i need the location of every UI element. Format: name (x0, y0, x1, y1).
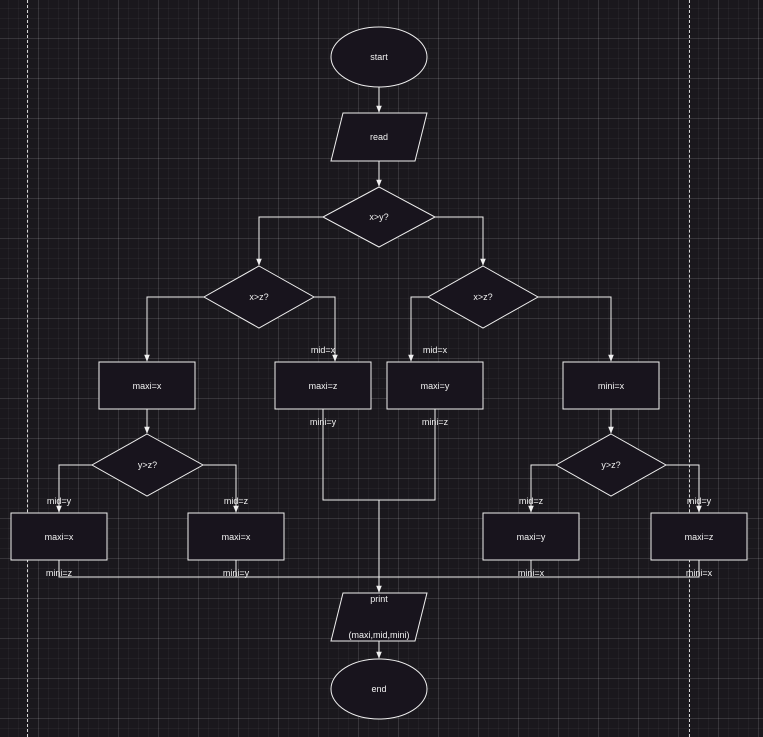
assign-line-maxi: maxi=z (684, 531, 714, 542)
assign-line-maxi: maxi=z (308, 380, 338, 391)
assign-line-mini: mini=z (45, 567, 73, 578)
assign-mid-y-maxi-z-mini-x[interactable]: mid=y maxi=z mini=x (651, 496, 747, 578)
print-node-text: print (maxi,mid,mini) (348, 569, 409, 665)
assign-mini-x-text: mini=x (598, 356, 624, 416)
read-node[interactable]: read (331, 113, 427, 161)
connector-xgty-to-right-xgtz (435, 216, 486, 266)
assign-mid-x-maxi-y-mini-z-shape[interactable] (386, 361, 484, 410)
connector-right-ygtz-to-mid-z (528, 464, 556, 513)
decision-left-y-gt-z[interactable]: y>z? (92, 434, 203, 496)
assign-line-maxi: maxi=y (420, 380, 450, 391)
connector-middle-boxes-merge (322, 409, 436, 501)
decision-right-y-gt-z[interactable]: y>z? (556, 434, 666, 496)
connector-left-ygtz-to-mid-z (203, 464, 239, 513)
print-label: print (370, 594, 388, 604)
assign-line-maxi: maxi=x (44, 531, 74, 542)
connector-right-xgtz-to-mid-x-maxi-y (408, 296, 428, 362)
assign-maxi-x-line-1: maxi=x (132, 380, 162, 391)
assign-mid-y-maxi-z-mini-x-shape[interactable] (650, 512, 748, 561)
assign-line-mid: mid=z (518, 495, 544, 506)
decision-left-x-gt-z[interactable]: x>z? (204, 266, 314, 328)
read-node-shape[interactable] (330, 112, 428, 162)
assign-line-mini: mini=x (685, 567, 713, 578)
print-node[interactable]: print (maxi,mid,mini) (331, 593, 427, 641)
assign-maxi-x-shape[interactable] (98, 361, 196, 410)
assign-mini-x-line-1: mini=x (597, 380, 625, 391)
assign-maxi-x[interactable]: maxi=x (99, 362, 195, 409)
decision-right-x-gt-z[interactable]: x>z? (428, 266, 538, 328)
assign-line-maxi: maxi=y (516, 531, 546, 542)
decision-left-x-gt-z-shape[interactable] (202, 265, 316, 329)
assign-line-mid: mid=z (223, 495, 249, 506)
page-border-left (27, 0, 28, 737)
decision-x-gt-y-shape[interactable] (321, 186, 437, 248)
assign-mid-x-maxi-y-mini-z[interactable]: mid=x maxi=y mini=z (387, 345, 483, 427)
assign-mid-z-maxi-x-mini-y[interactable]: mid=z maxi=x mini=y (188, 496, 284, 578)
assign-mini-x-shape[interactable] (562, 361, 660, 410)
assign-line-mini: mini=y (309, 416, 337, 427)
assign-mini-x[interactable]: mini=x (563, 362, 659, 409)
connector-right-ygtz-to-mid-y (666, 464, 702, 513)
assign-mid-z-maxi-x-mini-y-text: mid=z maxi=x mini=y (222, 471, 251, 603)
assign-mid-x-maxi-z-mini-y-text: mid=x maxi=z mini=y (309, 320, 338, 452)
assign-line-mid: mid=x (310, 344, 336, 355)
decision-left-x-gt-z-label: x>z? (249, 292, 269, 302)
assign-mid-y-maxi-x-mini-z-shape[interactable] (10, 512, 108, 561)
start-label: start (370, 52, 388, 62)
assign-line-mini: mini=x (517, 567, 545, 578)
connector-xgty-to-left-xgtz (256, 216, 323, 266)
read-label: read (369, 132, 388, 142)
assign-mid-z-maxi-y-mini-x-shape[interactable] (482, 512, 580, 561)
assign-mid-z-maxi-y-mini-x[interactable]: mid=z maxi=y mini=x (483, 496, 579, 578)
assign-mid-z-maxi-y-mini-x-text: mid=z maxi=y mini=x (517, 471, 546, 603)
connector-right-xgtz-to-mini-x (538, 296, 614, 362)
page-border-right (689, 0, 690, 737)
assign-line-mini: mini=y (222, 567, 250, 578)
decision-right-x-gt-z-label: x>z? (473, 292, 493, 302)
print-node-shape[interactable] (330, 592, 428, 642)
decision-right-y-gt-z-label: y>z? (601, 460, 621, 470)
assign-mid-y-maxi-x-mini-z-text: mid=y maxi=x mini=z (45, 471, 74, 603)
decision-right-y-gt-z-shape[interactable] (554, 433, 668, 497)
connector-left-xgtz-to-maxi-x (144, 296, 204, 362)
assign-line-maxi: maxi=x (221, 531, 251, 542)
connector-left-xgtz-to-mid-x-maxi-z (314, 296, 338, 362)
decision-x-gt-y-label: x>y? (369, 212, 389, 222)
assign-line-mini: mini=z (421, 416, 449, 427)
assign-mid-x-maxi-y-mini-z-text: mid=x maxi=y mini=z (421, 320, 450, 452)
end-node-shape[interactable] (330, 658, 428, 720)
print-args: (maxi,mid,mini) (348, 630, 410, 640)
decision-left-y-gt-z-shape[interactable] (90, 433, 205, 497)
assign-mid-y-maxi-x-mini-z[interactable]: mid=y maxi=x mini=z (11, 496, 107, 578)
end-label: end (371, 684, 387, 694)
assign-line-mid: mid=y (46, 495, 72, 506)
connector-left-ygtz-to-mid-y (56, 464, 92, 513)
assign-line-mid: mid=x (422, 344, 448, 355)
assign-mid-y-maxi-z-mini-x-text: mid=y maxi=z mini=x (685, 471, 714, 603)
end-node[interactable]: end (331, 659, 427, 719)
assign-maxi-x-text: maxi=x (133, 356, 162, 416)
start-node[interactable]: start (331, 27, 427, 87)
decision-left-y-gt-z-label: y>z? (137, 460, 158, 470)
decision-x-gt-y[interactable]: x>y? (323, 187, 435, 247)
assign-line-mid: mid=y (686, 495, 712, 506)
assign-mid-x-maxi-z-mini-y[interactable]: mid=x maxi=z mini=y (275, 345, 371, 427)
decision-right-x-gt-z-shape[interactable] (426, 265, 540, 329)
